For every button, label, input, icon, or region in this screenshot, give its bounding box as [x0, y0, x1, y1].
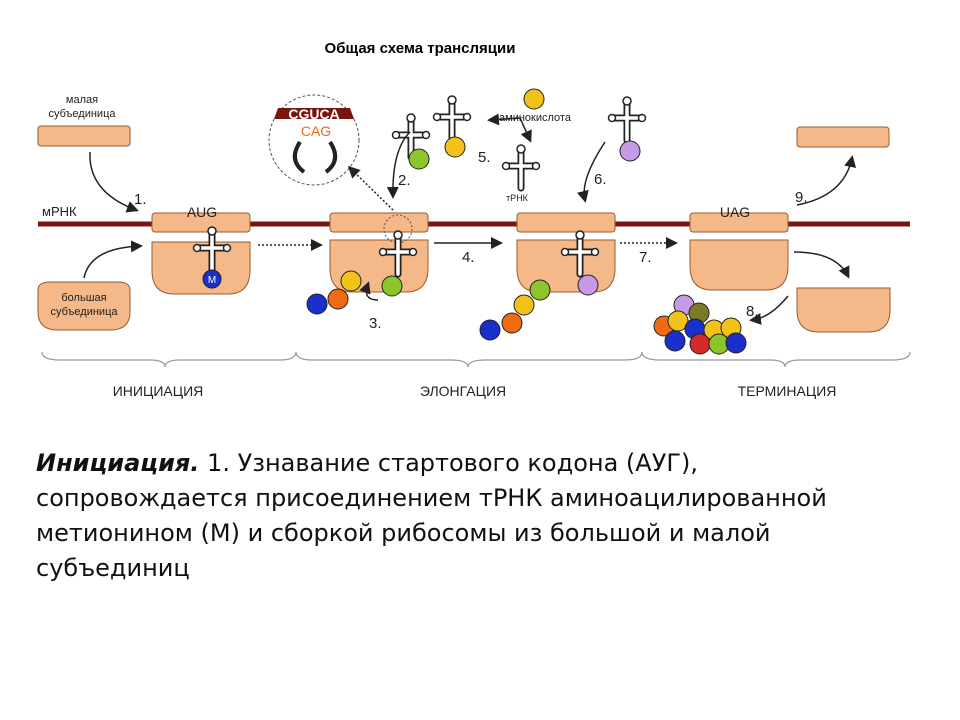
- anticodon-sequence: CAG: [301, 123, 331, 139]
- aa-yellow-2: [444, 136, 466, 158]
- aa-violet-6: [619, 140, 641, 162]
- methionine: [202, 269, 222, 289]
- translation-diagram: малая субъединица большая субъединица мР…: [37, 88, 911, 399]
- caption-text: 1. Узнавание стартового кодона (АУГ), со…: [36, 449, 827, 582]
- small-subunit-label-2: субъединица: [48, 108, 116, 120]
- ribosome-3-small: [516, 212, 616, 233]
- step-3: 3.: [369, 315, 382, 332]
- phase-elongation: ЭЛОНГАЦИЯ: [420, 383, 506, 399]
- aa-green-2: [408, 148, 430, 170]
- small-subunit-released: [796, 126, 890, 148]
- ribosome-4-large: [689, 239, 789, 291]
- large-subunit-free: [37, 281, 131, 331]
- peptide-chain-2: [306, 270, 403, 315]
- large-subunit-label-1: большая: [61, 292, 106, 304]
- uag-codon: UAG: [720, 204, 750, 220]
- step-2: 2.: [398, 172, 411, 189]
- aa-yellow-free: [523, 88, 545, 110]
- phase-initiation: ИНИЦИАЦИЯ: [113, 383, 204, 399]
- ribosome-1-large: [151, 241, 251, 295]
- aug-codon: AUG: [187, 204, 217, 220]
- step-1: 1.: [134, 191, 147, 208]
- large-subunit-released: [796, 287, 891, 333]
- trna-label: тРНК: [506, 193, 529, 203]
- diagram-title: Общая схема трансляции: [324, 40, 516, 57]
- peptide-chain-3: [479, 274, 599, 341]
- released-peptide: [653, 294, 747, 355]
- methionine-label: M: [208, 275, 216, 286]
- step-5: 5.: [478, 149, 491, 166]
- large-subunit-label-2: субъединица: [50, 306, 118, 318]
- codon-sequence: CGUCA: [288, 106, 339, 122]
- caption: Инициация. 1. Узнавание стартового кодон…: [36, 446, 916, 586]
- caption-lead: Инициация.: [36, 449, 200, 477]
- mrna-label: мРНК: [42, 204, 77, 219]
- step-9: 9.: [795, 189, 808, 206]
- small-subunit-label-1: малая: [66, 94, 98, 106]
- step-6: 6.: [594, 171, 607, 188]
- phase-termination: ТЕРМИНАЦИЯ: [738, 383, 837, 399]
- ribosome-2-small: [329, 212, 429, 233]
- step-7: 7.: [639, 249, 652, 266]
- step-8: 8.: [746, 303, 759, 320]
- ribosome-4-small: [689, 212, 789, 233]
- step-4: 4.: [462, 249, 475, 266]
- amino-acid-label: аминокислота: [499, 112, 572, 124]
- ribosome-1-small: [151, 212, 251, 233]
- small-subunit-free: [37, 125, 131, 147]
